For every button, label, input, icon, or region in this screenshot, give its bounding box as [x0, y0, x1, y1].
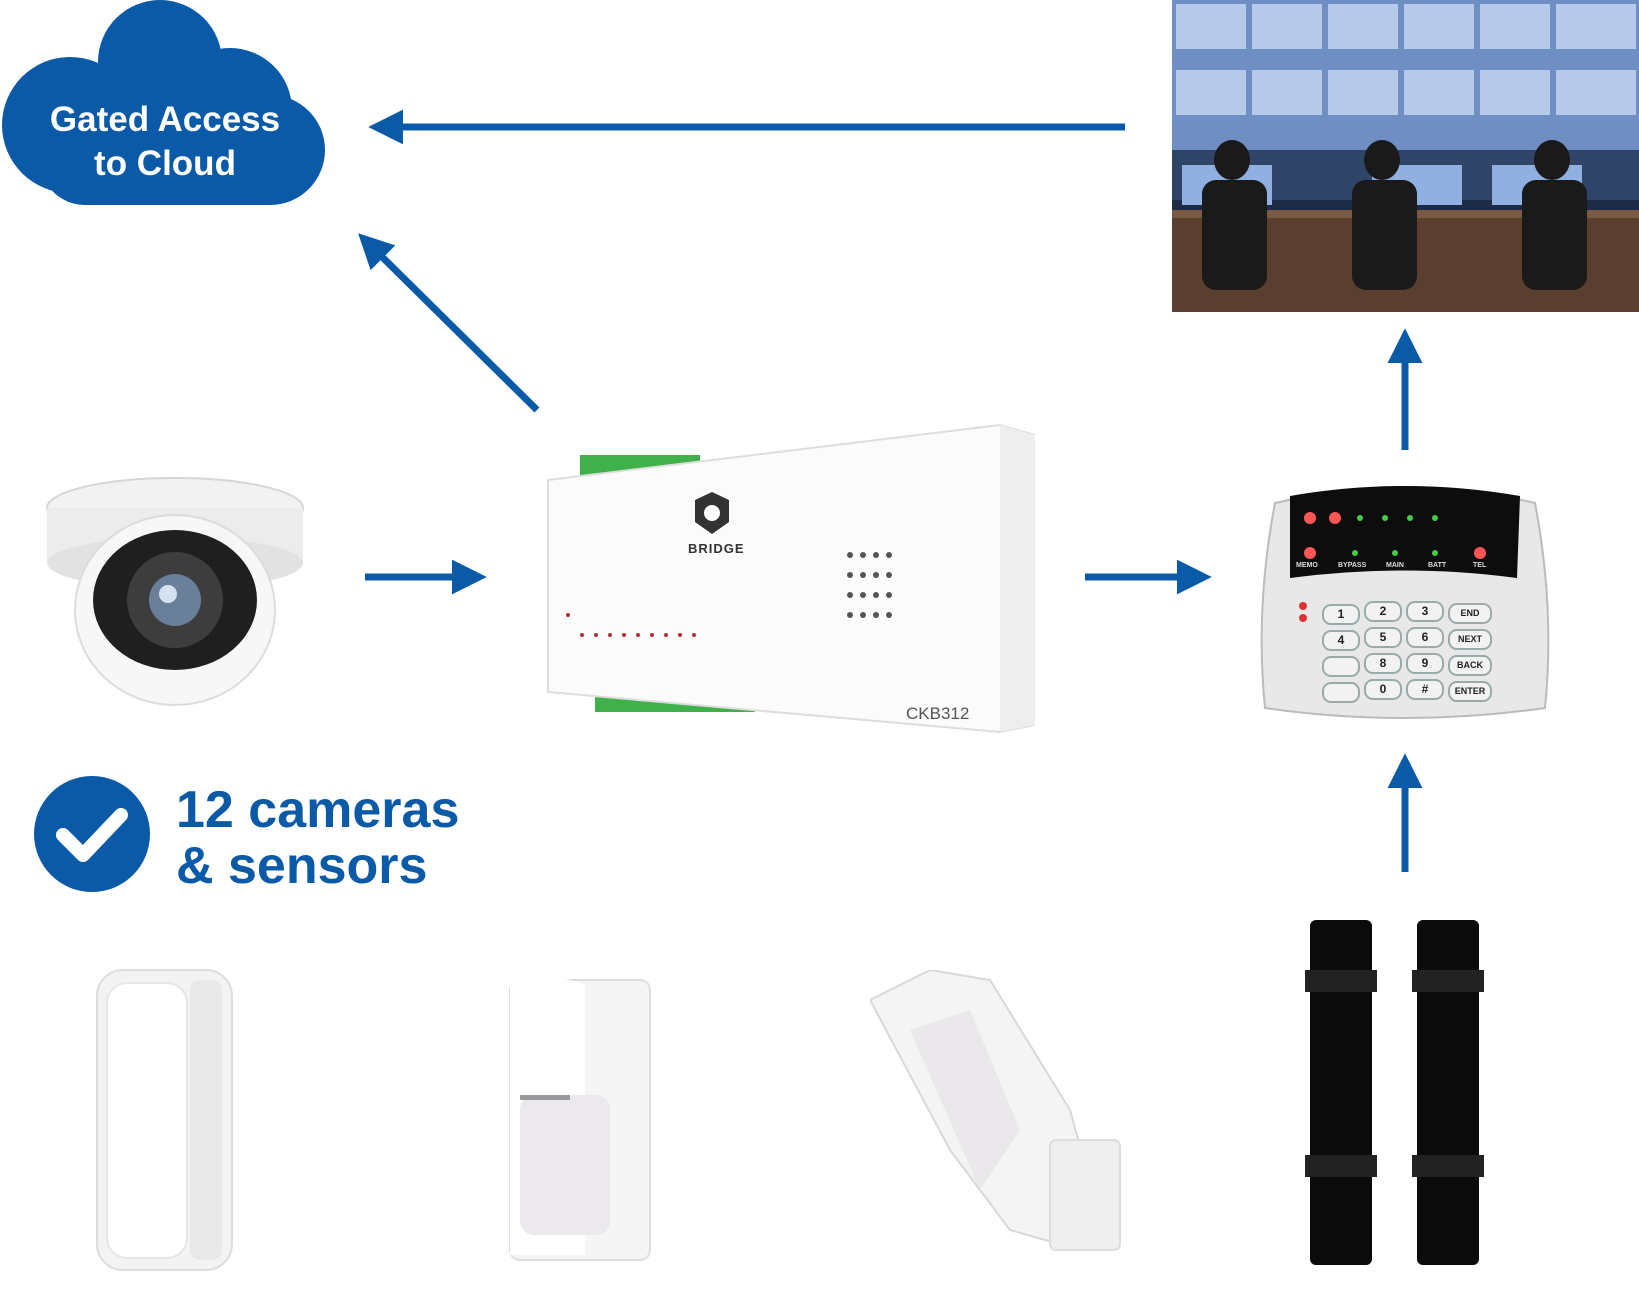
keypad-key	[1322, 682, 1360, 703]
keypad-key: END	[1448, 603, 1492, 624]
bridge-controller-icon	[547, 423, 1035, 734]
keypad-led-label: MAIN	[1386, 562, 1404, 569]
keypad-key: BACK	[1448, 655, 1492, 676]
beam-sensor-icon	[1305, 920, 1484, 1265]
bridge-brand: BRIDGE	[688, 541, 745, 556]
cloud-icon	[2, 0, 325, 205]
keypad-led-label: TEL	[1473, 562, 1487, 569]
keypad-key: 4	[1322, 630, 1360, 651]
motion-sensor-icon	[96, 969, 233, 1271]
bridge-model: CKB312	[906, 704, 970, 723]
keypad-key: 8	[1364, 653, 1402, 674]
keypad-key	[1322, 656, 1360, 677]
keypad-key: 0	[1364, 679, 1402, 700]
camera-sensor-count: 12 cameras & sensors	[176, 782, 476, 894]
keypad-led-label: MEMO	[1296, 562, 1318, 569]
arrow-bridge-to-cloud	[358, 233, 540, 413]
keypad-key: 9	[1406, 653, 1444, 674]
keypad-key: #	[1406, 679, 1444, 700]
keypad-key: 2	[1364, 601, 1402, 622]
check-circle-icon	[34, 776, 150, 892]
motion-sensor-icon	[870, 970, 1121, 1252]
keypad-key: 1	[1322, 604, 1360, 625]
count-text: 12 cameras & sensors	[176, 781, 460, 895]
keypad-key: 5	[1364, 627, 1402, 648]
keypad-key: ENTER	[1448, 681, 1492, 702]
dome-camera-icon	[46, 477, 304, 706]
keypad-key: 3	[1406, 601, 1444, 622]
cloud-title: Gated Access to Cloud	[49, 100, 281, 183]
keypad-key: NEXT	[1448, 629, 1492, 650]
alarm-keypad-icon	[1260, 486, 1550, 719]
keypad-key: 6	[1406, 627, 1444, 648]
motion-sensor-icon	[509, 976, 651, 1261]
keypad-led-label: BATT	[1428, 562, 1447, 569]
control-room-photo	[1172, 0, 1639, 312]
keypad-led-label: BYPASS	[1338, 562, 1367, 569]
